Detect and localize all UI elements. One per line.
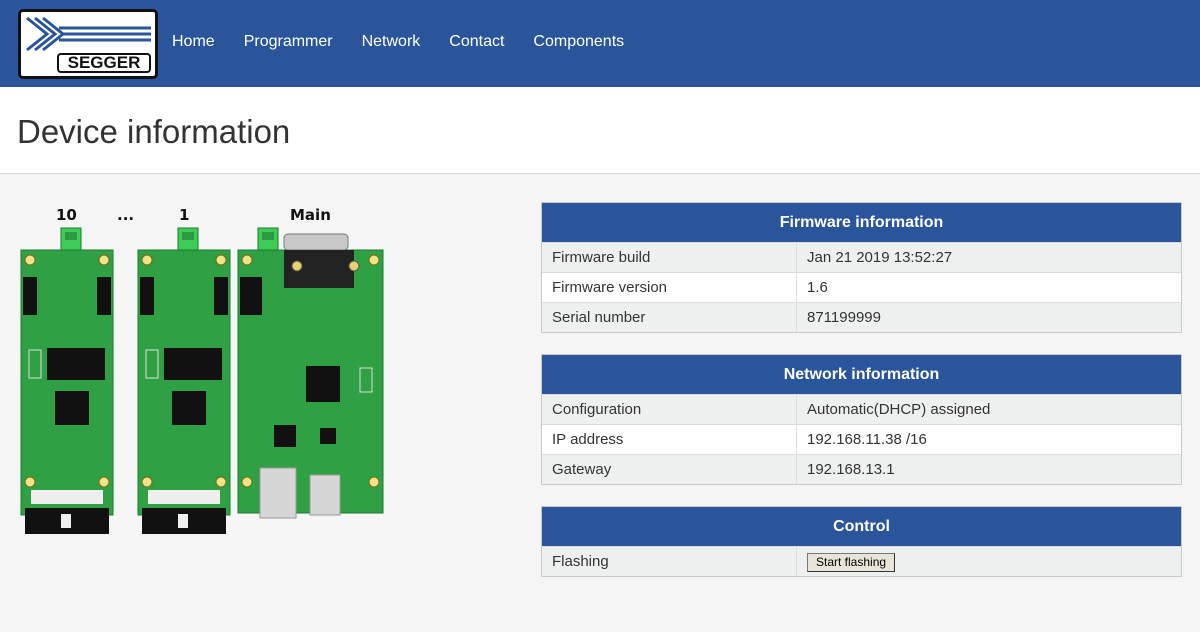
network-info-panel: Network information Configuration Automa… [541,354,1182,485]
row-label: Gateway [542,455,797,484]
control-panel: Control Flashing Start flashing [541,506,1182,577]
row-value: 1.6 [807,279,828,296]
table-row: IP address 192.168.11.38 /16 [542,424,1181,454]
nav-components[interactable]: Components [533,33,625,50]
main-nav: Home Programmer Network Contact Componen… [172,33,653,51]
nav-network[interactable]: Network [361,33,421,50]
start-flashing-button[interactable]: Start flashing [807,552,896,572]
segger-logo[interactable]: SEGGER [18,9,158,79]
board-label-10: 10 [56,206,77,224]
device-boards: 10 ... 1 Main [18,200,398,540]
board-label-1: 1 [179,206,190,224]
nav-contact[interactable]: Contact [449,33,505,50]
title-band: Device information [0,87,1200,174]
row-label: Configuration [542,395,797,424]
firmware-info-panel: Firmware information Firmware build Jan … [541,202,1182,333]
table-row: Gateway 192.168.13.1 [542,454,1181,484]
table-row: Firmware build Jan 21 2019 13:52:27 [542,242,1181,272]
board-label-ellipsis: ... [117,206,135,224]
row-value: 192.168.13.1 [807,461,895,478]
row-label: Flashing [542,547,797,576]
row-value: 871199999 [807,309,881,326]
table-row: Serial number 871199999 [542,302,1181,332]
page-title: Device information [17,113,291,150]
row-value: 192.168.11.38 /16 [807,431,927,448]
segger-chevron-icon [26,16,151,52]
nav-programmer[interactable]: Programmer [243,33,333,50]
table-row: Configuration Automatic(DHCP) assigned [542,394,1181,424]
table-row: Flashing Start flashing [542,546,1181,576]
control-header: Control [542,507,1181,546]
row-value: Start flashing [797,547,1181,576]
logo-wordmark: SEGGER [57,53,151,73]
top-navbar: SEGGER Home Programmer Network Contact C… [0,0,1200,87]
row-label: IP address [542,425,797,454]
boards-illustration [20,227,384,535]
row-value: Jan 21 2019 13:52:27 [807,249,953,266]
network-info-header: Network information [542,355,1181,394]
nav-home[interactable]: Home [172,33,215,50]
firmware-info-header: Firmware information [542,203,1181,242]
row-label: Firmware version [542,273,797,302]
table-row: Firmware version 1.6 [542,272,1181,302]
row-value: Automatic(DHCP) assigned [807,401,991,418]
board-label-main: Main [290,206,331,224]
row-label: Serial number [542,303,797,332]
row-label: Firmware build [542,243,797,272]
